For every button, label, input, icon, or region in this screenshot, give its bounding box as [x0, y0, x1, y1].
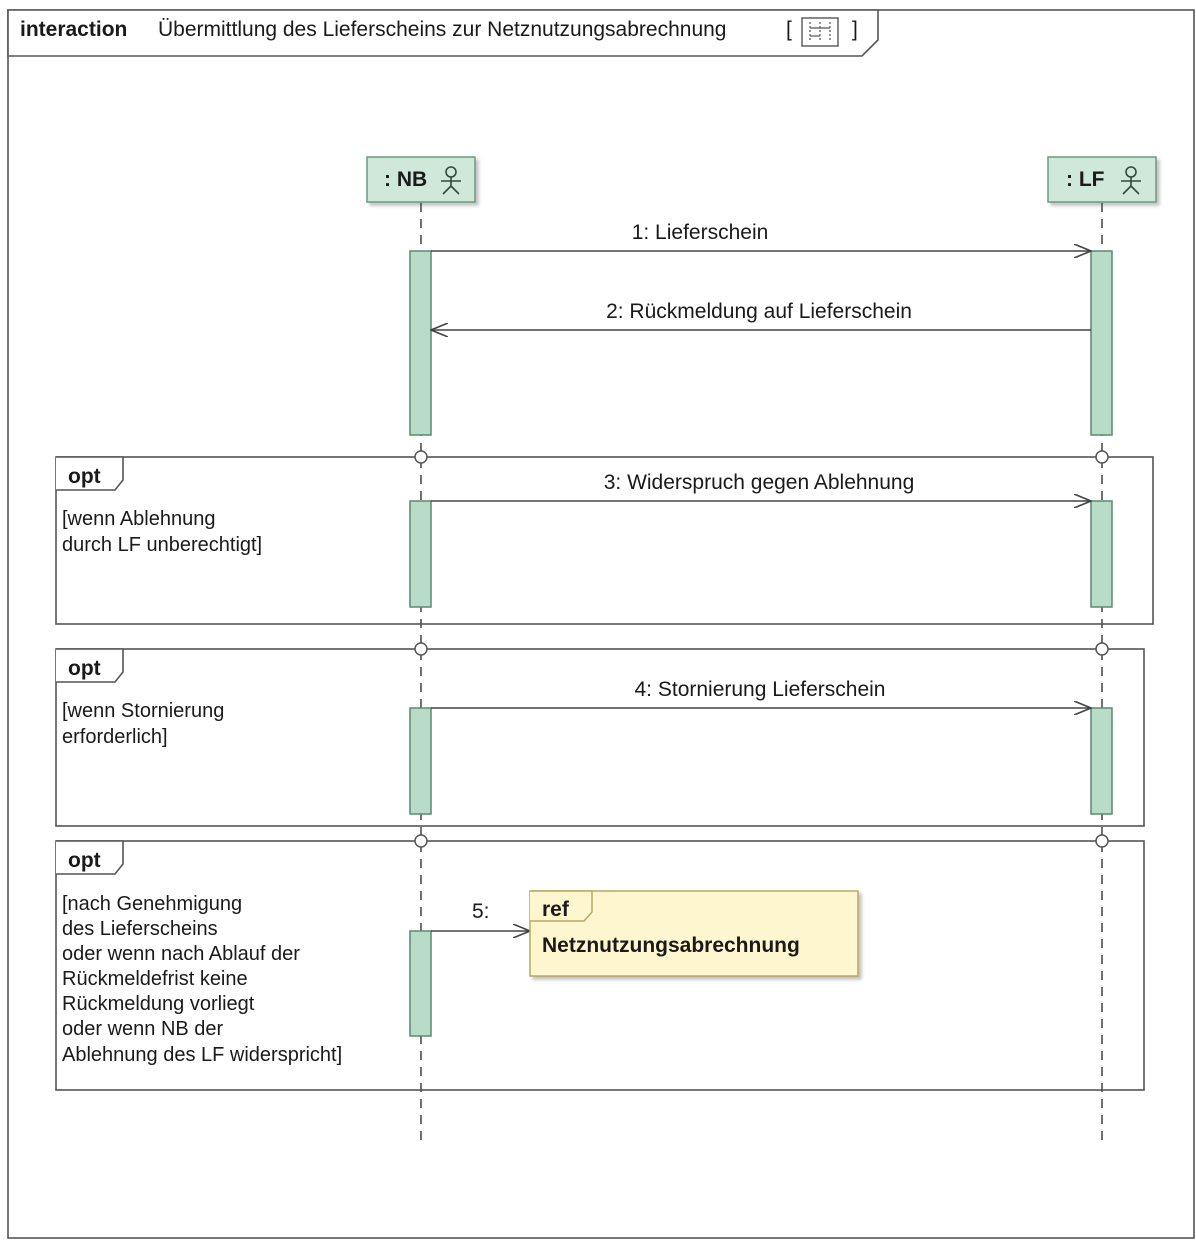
fragment-guard-line: Ablehnung des LF widerspricht]	[62, 1044, 342, 1066]
lifeline-lf-head	[1047, 156, 1157, 203]
lifeline-lf[interactable]: : LF	[1047, 156, 1157, 1145]
gate-circle	[1095, 834, 1109, 848]
fragment-guard-line: oder wenn nach Ablauf der	[62, 943, 300, 965]
fragment-guard-line: [nach Genehmigung	[62, 893, 242, 915]
fragment-guard-line: oder wenn NB der	[62, 1018, 224, 1040]
gate-circle	[1095, 642, 1109, 656]
actor-icon	[441, 166, 461, 195]
activation-bar-lf	[1090, 500, 1113, 608]
gate-circle	[414, 642, 428, 656]
message-label: 3: Widerspruch gegen Ablehnung	[604, 471, 915, 494]
activation-bar-nb	[409, 707, 432, 815]
frame-title-tab	[7, 9, 879, 57]
activation-bar-lf	[1090, 250, 1113, 436]
sequence-diagram-icon[interactable]	[801, 17, 839, 47]
fragment-guard-line: des Lieferscheins	[62, 918, 218, 940]
fragment-operator: opt	[68, 849, 101, 872]
actor-icon	[1121, 166, 1141, 195]
ref-interaction-use[interactable]: ref Netznutzungsabrechnung	[529, 890, 859, 977]
fragment-frame	[55, 456, 1154, 625]
gate-circle	[414, 834, 428, 848]
frame-bracket-close: ]	[852, 18, 858, 41]
activation-bar-lf	[1090, 707, 1113, 815]
frame-bracket-open: [	[786, 18, 792, 41]
fragment-guard-line: erforderlich]	[62, 726, 168, 748]
message-label: 5:	[472, 900, 490, 923]
frame-title: Übermittlung des Lieferscheins zur Netzn…	[158, 18, 727, 41]
fragment-frame	[55, 648, 1145, 827]
fragment-operator-tab	[56, 456, 124, 491]
fragment-operator-tab	[56, 648, 124, 683]
fragment-operator-tab	[56, 840, 124, 875]
fragment-guard-line: Rückmeldung vorliegt	[62, 993, 255, 1015]
message-label: 2: Rückmeldung auf Lieferschein	[606, 300, 912, 323]
fragment-guard-line: Rückmeldefrist keine	[62, 968, 248, 990]
activation-bar-nb	[409, 930, 432, 1037]
fragment-frame	[55, 840, 1145, 1091]
lifeline-lf-label: : LF	[1066, 168, 1105, 191]
ref-keyword-tab	[530, 890, 593, 922]
fragment-guard-line: [wenn Stornierung	[62, 700, 224, 722]
gate-circle	[414, 450, 428, 464]
fragment-operator: opt	[68, 657, 101, 680]
ref-name: Netznutzungsabrechnung	[542, 934, 800, 957]
activation-bar-nb	[409, 250, 432, 436]
message-label: 1: Lieferschein	[632, 221, 769, 244]
gate-circle	[1095, 450, 1109, 464]
combined-fragment[interactable]: opt [wenn Stornierung erforderlich] 4: S…	[55, 642, 1145, 827]
frame-keyword: interaction	[20, 18, 127, 41]
message-label: 4: Stornierung Lieferschein	[635, 678, 886, 701]
ref-keyword: ref	[542, 898, 570, 921]
lifeline-nb-head	[366, 156, 476, 203]
fragment-guard-line: [wenn Ablehnung	[62, 508, 215, 530]
fragment-guard-line: durch LF unberechtigt]	[62, 534, 262, 556]
fragment-operator: opt	[68, 465, 101, 488]
lifeline-nb-label: : NB	[384, 168, 427, 191]
combined-fragment[interactable]: opt [wenn Ablehnung durch LF unberechtig…	[55, 450, 1154, 625]
combined-fragment[interactable]: opt [nach Genehmigung des Lieferscheins …	[55, 834, 1145, 1091]
activation-bar-nb	[409, 500, 432, 608]
